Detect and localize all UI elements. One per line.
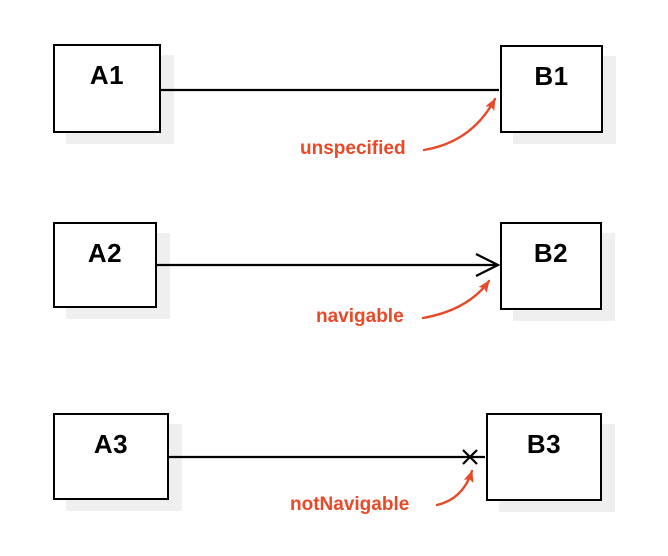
class-box-label: A1 (89, 60, 125, 90)
annotation-pointers (421, 97, 497, 507)
class-box-label: B3 (526, 429, 562, 459)
annotation-arrow-icon (421, 279, 491, 320)
class-box-label: B1 (534, 61, 569, 91)
annotation-arrow-icon (422, 97, 497, 152)
class-box-b2: B2 (500, 222, 602, 310)
class-box-label: A2 (87, 238, 123, 268)
annotation-notnavigable: notNavigable (290, 494, 410, 515)
class-box-b3: B3 (486, 413, 602, 501)
navigable-arrowhead-icon (475, 253, 501, 277)
not-navigable-cross-icon (462, 449, 478, 465)
class-box-a1: A1 (53, 44, 161, 133)
class-box-a2: A2 (53, 222, 157, 308)
class-box-label: A3 (93, 429, 129, 459)
annotation-unspecified: unspecified (300, 138, 406, 159)
annotation-arrow-icon (435, 469, 474, 507)
association-navigable (157, 253, 501, 277)
association-not-navigable (169, 449, 485, 465)
annotation-navigable: navigable (316, 306, 404, 327)
class-box-a3: A3 (53, 413, 169, 500)
class-box-label: B2 (533, 238, 569, 268)
class-box-b1: B1 (500, 45, 603, 133)
